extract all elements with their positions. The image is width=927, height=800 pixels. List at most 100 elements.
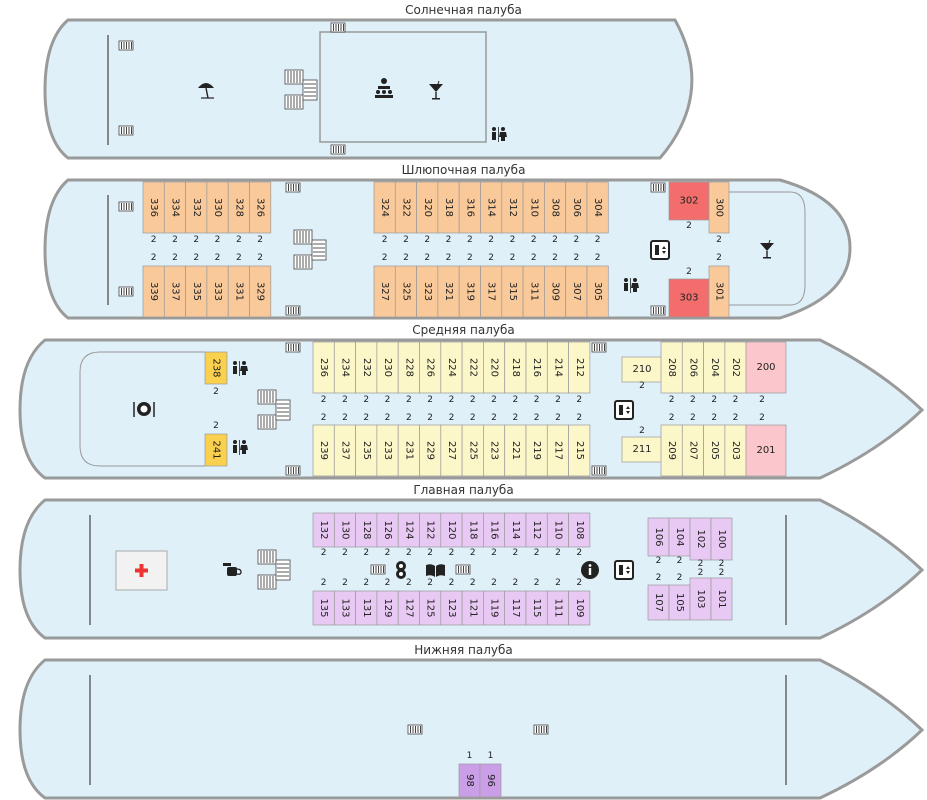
cabin-201[interactable]: 201 bbox=[745, 424, 787, 477]
cabin-238[interactable]: 238 bbox=[204, 351, 228, 385]
cabin-326[interactable]: 326 bbox=[249, 181, 272, 234]
cabin-318[interactable]: 318 bbox=[437, 181, 460, 234]
cabin-215[interactable]: 215 bbox=[568, 424, 591, 477]
cabin-301[interactable]: 301 bbox=[708, 265, 730, 318]
cabin-315[interactable]: 315 bbox=[501, 265, 524, 318]
cabin-216[interactable]: 216 bbox=[525, 341, 548, 394]
cabin-309[interactable]: 309 bbox=[544, 265, 567, 318]
cabin-200[interactable]: 200 bbox=[745, 341, 787, 394]
cabin-305[interactable]: 305 bbox=[586, 265, 609, 318]
cabin-311[interactable]: 311 bbox=[522, 265, 545, 318]
cabin-101[interactable]: 101 bbox=[710, 577, 733, 621]
cabin-219[interactable]: 219 bbox=[525, 424, 548, 477]
cabin-132[interactable]: 132 bbox=[312, 512, 335, 548]
cabin-117[interactable]: 117 bbox=[504, 590, 527, 626]
cabin-126[interactable]: 126 bbox=[376, 512, 399, 548]
cabin-319[interactable]: 319 bbox=[458, 265, 481, 318]
cabin-232[interactable]: 232 bbox=[355, 341, 378, 394]
cabin-226[interactable]: 226 bbox=[419, 341, 442, 394]
cabin-328[interactable]: 328 bbox=[227, 181, 250, 234]
cabin-122[interactable]: 122 bbox=[419, 512, 442, 548]
cabin-115[interactable]: 115 bbox=[525, 590, 548, 626]
cabin-310[interactable]: 310 bbox=[522, 181, 545, 234]
cabin-120[interactable]: 120 bbox=[440, 512, 463, 548]
cabin-206[interactable]: 206 bbox=[681, 341, 704, 394]
cabin-302[interactable]: 302 bbox=[668, 181, 710, 221]
cabin-321[interactable]: 321 bbox=[437, 265, 460, 318]
cabin-221[interactable]: 221 bbox=[504, 424, 527, 477]
cabin-327[interactable]: 327 bbox=[373, 265, 396, 318]
cabin-220[interactable]: 220 bbox=[483, 341, 506, 394]
cabin-231[interactable]: 231 bbox=[397, 424, 420, 477]
cabin-105[interactable]: 105 bbox=[668, 584, 691, 621]
cabin-203[interactable]: 203 bbox=[724, 424, 747, 477]
cabin-307[interactable]: 307 bbox=[565, 265, 588, 318]
cabin-131[interactable]: 131 bbox=[355, 590, 378, 626]
cabin-125[interactable]: 125 bbox=[419, 590, 442, 626]
cabin-202[interactable]: 202 bbox=[724, 341, 747, 394]
cabin-325[interactable]: 325 bbox=[394, 265, 417, 318]
cabin-217[interactable]: 217 bbox=[546, 424, 569, 477]
cabin-110[interactable]: 110 bbox=[546, 512, 569, 548]
cabin-228[interactable]: 228 bbox=[397, 341, 420, 394]
cabin-323[interactable]: 323 bbox=[416, 265, 439, 318]
cabin-239[interactable]: 239 bbox=[312, 424, 335, 477]
cabin-98[interactable]: 98 bbox=[458, 763, 481, 798]
cabin-308[interactable]: 308 bbox=[544, 181, 567, 234]
cabin-314[interactable]: 314 bbox=[480, 181, 503, 234]
cabin-211[interactable]: 211 bbox=[621, 436, 663, 463]
cabin-225[interactable]: 225 bbox=[461, 424, 484, 477]
cabin-127[interactable]: 127 bbox=[397, 590, 420, 626]
cabin-205[interactable]: 205 bbox=[703, 424, 726, 477]
cabin-316[interactable]: 316 bbox=[458, 181, 481, 234]
cabin-300[interactable]: 300 bbox=[708, 181, 730, 234]
cabin-124[interactable]: 124 bbox=[397, 512, 420, 548]
cabin-208[interactable]: 208 bbox=[660, 341, 683, 394]
cabin-304[interactable]: 304 bbox=[586, 181, 609, 234]
cabin-129[interactable]: 129 bbox=[376, 590, 399, 626]
cabin-130[interactable]: 130 bbox=[333, 512, 356, 548]
cabin-96[interactable]: 96 bbox=[479, 763, 502, 798]
cabin-103[interactable]: 103 bbox=[689, 577, 712, 621]
cabin-133[interactable]: 133 bbox=[333, 590, 356, 626]
cabin-235[interactable]: 235 bbox=[355, 424, 378, 477]
cabin-102[interactable]: 102 bbox=[689, 517, 712, 561]
cabin-224[interactable]: 224 bbox=[440, 341, 463, 394]
cabin-330[interactable]: 330 bbox=[206, 181, 229, 234]
cabin-100[interactable]: 100 bbox=[710, 517, 733, 561]
cabin-204[interactable]: 204 bbox=[703, 341, 726, 394]
cabin-322[interactable]: 322 bbox=[394, 181, 417, 234]
cabin-123[interactable]: 123 bbox=[440, 590, 463, 626]
cabin-234[interactable]: 234 bbox=[333, 341, 356, 394]
cabin-227[interactable]: 227 bbox=[440, 424, 463, 477]
cabin-332[interactable]: 332 bbox=[185, 181, 208, 234]
cabin-333[interactable]: 333 bbox=[206, 265, 229, 318]
cabin-331[interactable]: 331 bbox=[227, 265, 250, 318]
cabin-329[interactable]: 329 bbox=[249, 265, 272, 318]
cabin-230[interactable]: 230 bbox=[376, 341, 399, 394]
cabin-237[interactable]: 237 bbox=[333, 424, 356, 477]
cabin-229[interactable]: 229 bbox=[419, 424, 442, 477]
cabin-111[interactable]: 111 bbox=[546, 590, 569, 626]
cabin-112[interactable]: 112 bbox=[525, 512, 548, 548]
cabin-209[interactable]: 209 bbox=[660, 424, 683, 477]
cabin-212[interactable]: 212 bbox=[568, 341, 591, 394]
cabin-135[interactable]: 135 bbox=[312, 590, 335, 626]
cabin-118[interactable]: 118 bbox=[461, 512, 484, 548]
cabin-114[interactable]: 114 bbox=[504, 512, 527, 548]
cabin-121[interactable]: 121 bbox=[461, 590, 484, 626]
cabin-108[interactable]: 108 bbox=[568, 512, 591, 548]
cabin-335[interactable]: 335 bbox=[185, 265, 208, 318]
cabin-218[interactable]: 218 bbox=[504, 341, 527, 394]
cabin-233[interactable]: 233 bbox=[376, 424, 399, 477]
cabin-106[interactable]: 106 bbox=[647, 517, 670, 557]
cabin-109[interactable]: 109 bbox=[568, 590, 591, 626]
cabin-339[interactable]: 339 bbox=[142, 265, 165, 318]
cabin-334[interactable]: 334 bbox=[163, 181, 186, 234]
cabin-222[interactable]: 222 bbox=[461, 341, 484, 394]
cabin-214[interactable]: 214 bbox=[546, 341, 569, 394]
cabin-119[interactable]: 119 bbox=[483, 590, 506, 626]
cabin-104[interactable]: 104 bbox=[668, 517, 691, 557]
cabin-241[interactable]: 241 bbox=[204, 433, 228, 467]
cabin-303[interactable]: 303 bbox=[668, 278, 710, 318]
